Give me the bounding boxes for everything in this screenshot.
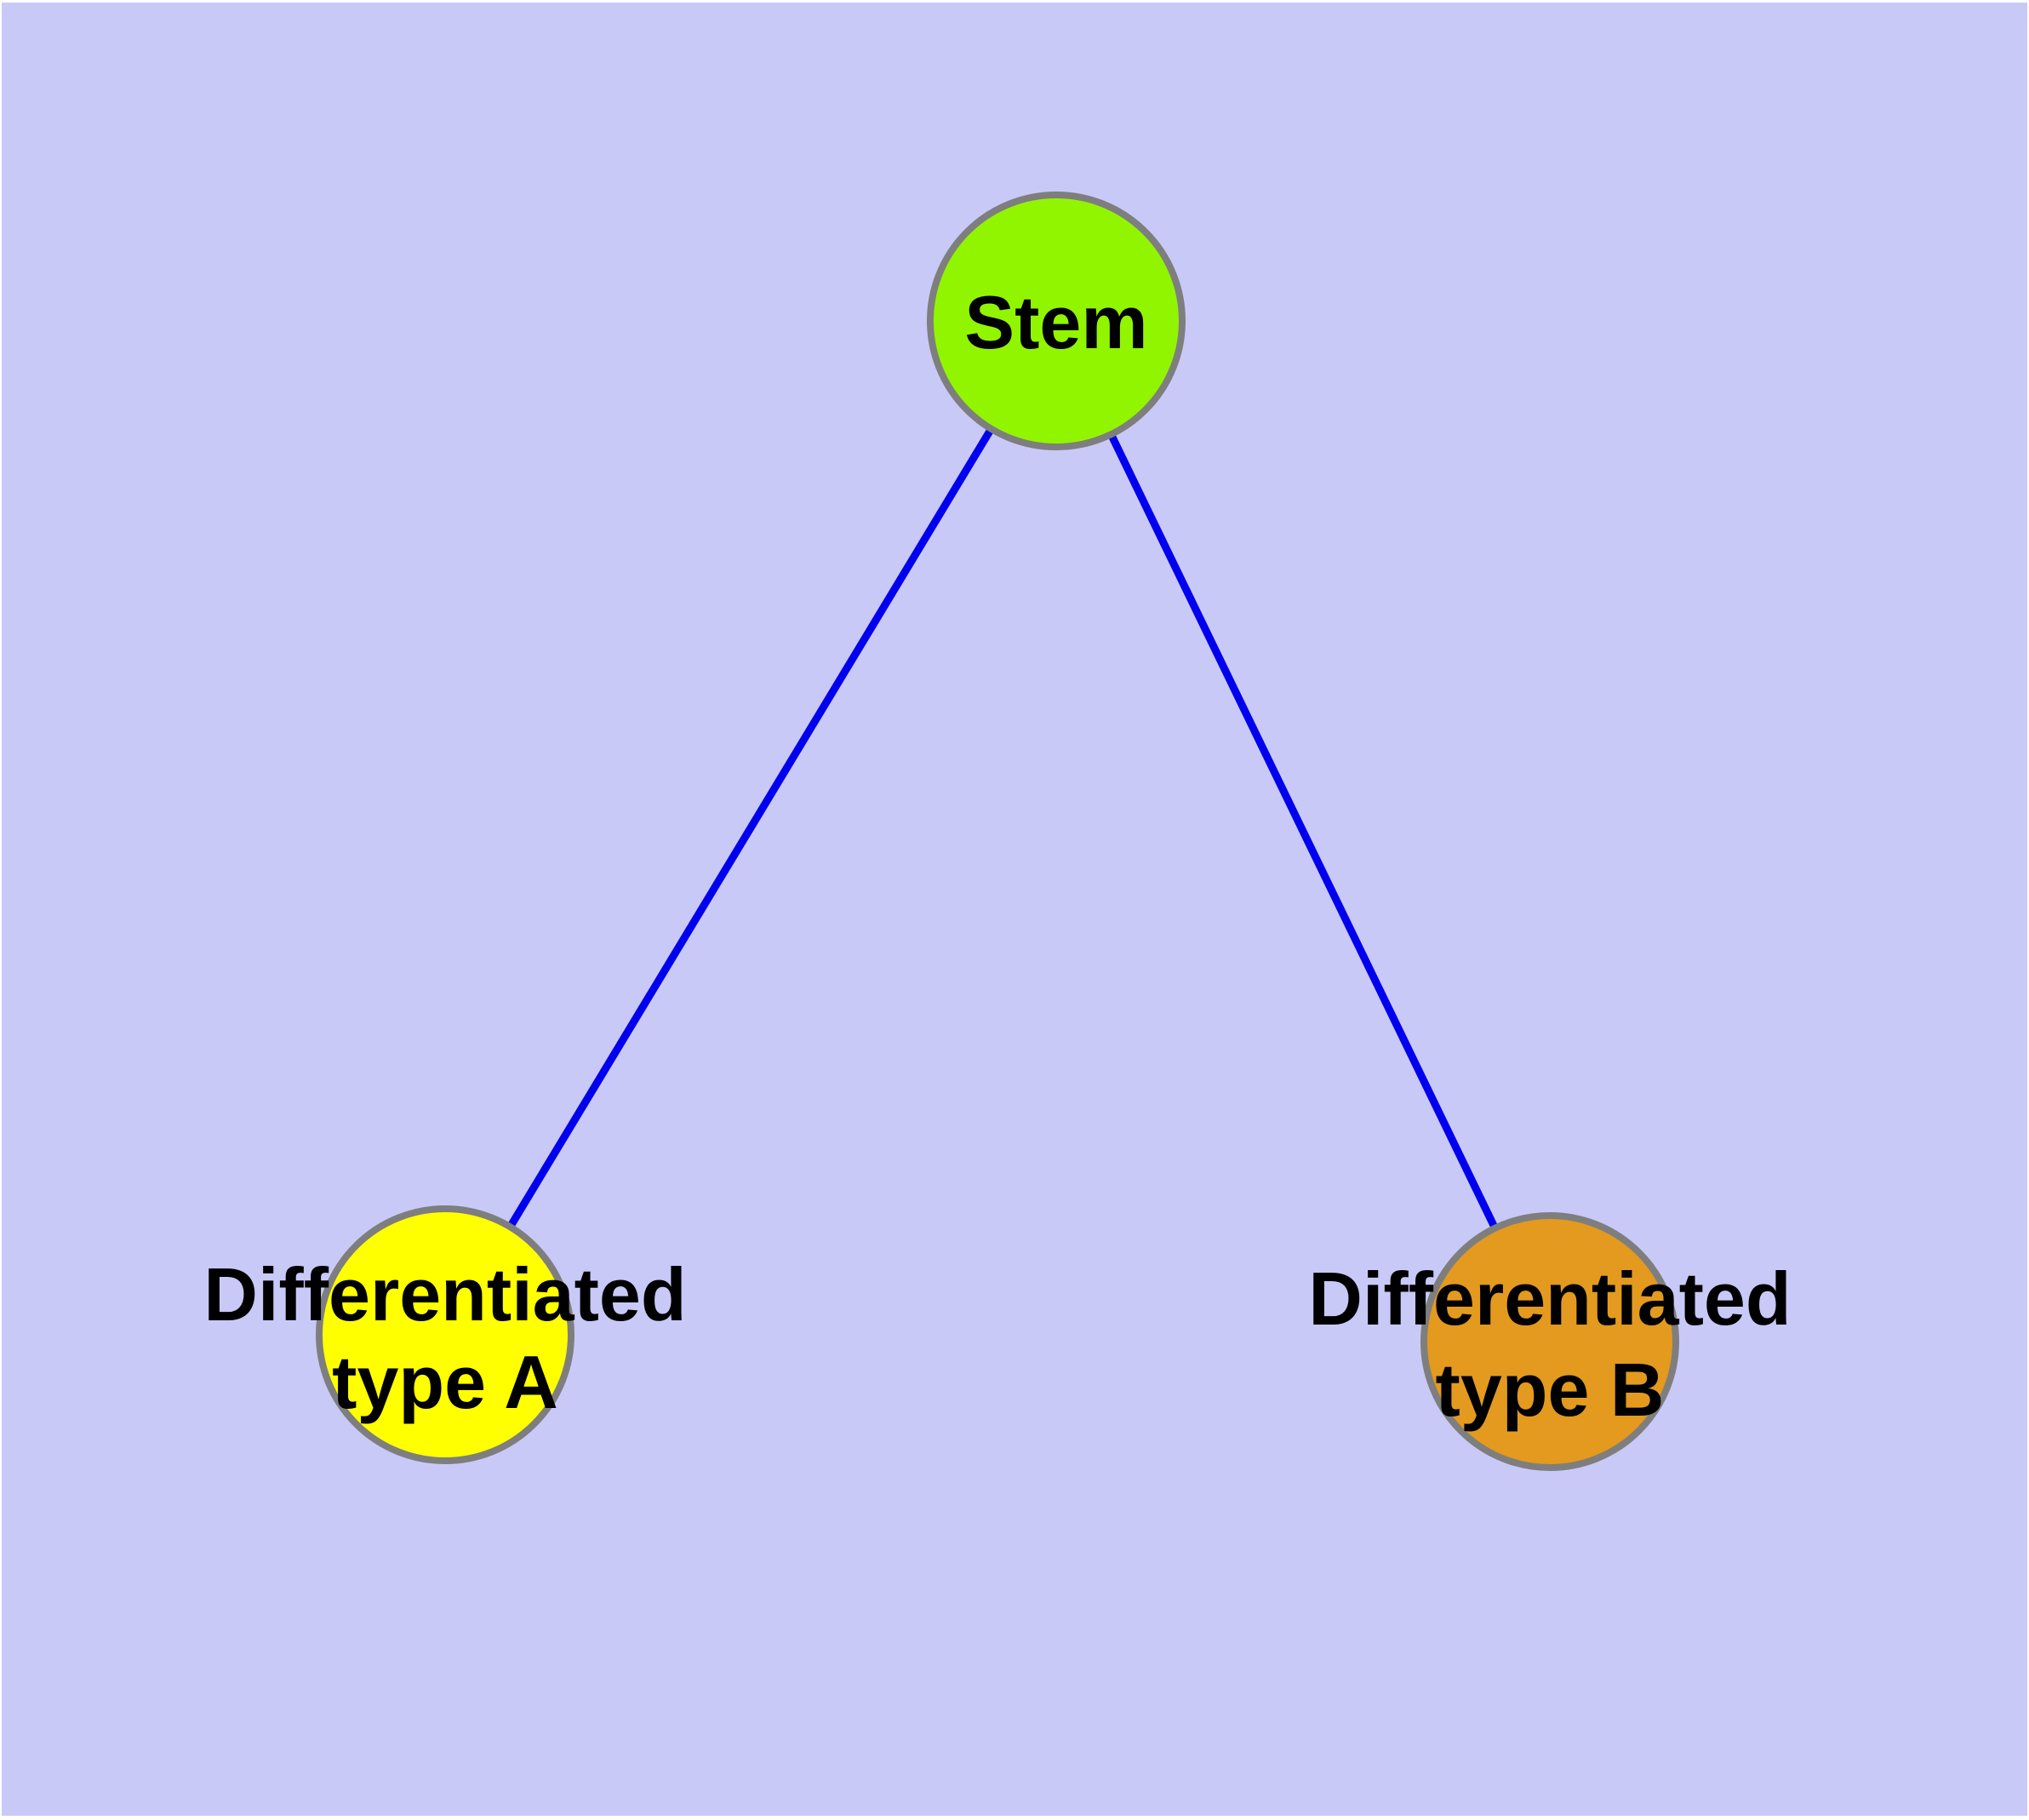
node-label-line: type B: [1436, 1348, 1665, 1432]
node-label-line: type A: [332, 1340, 558, 1424]
node-stem: [927, 192, 1186, 450]
edge-stem-to-differentiated-type-b: [1052, 319, 1554, 1343]
node-label-line: Differentiated: [1308, 1256, 1791, 1341]
node-differentiated-type-b: [1420, 1212, 1679, 1471]
node-label-line: Stem: [964, 280, 1147, 364]
nodes-layer: [316, 192, 1679, 1471]
node-label-stem: Stem: [964, 280, 1147, 364]
node-differentiated-type-a: [316, 1205, 574, 1464]
edges-layer: [442, 318, 1554, 1343]
node-label-line: Differentiated: [203, 1252, 686, 1336]
edge-stem-to-differentiated-type-a: [442, 318, 1060, 1337]
